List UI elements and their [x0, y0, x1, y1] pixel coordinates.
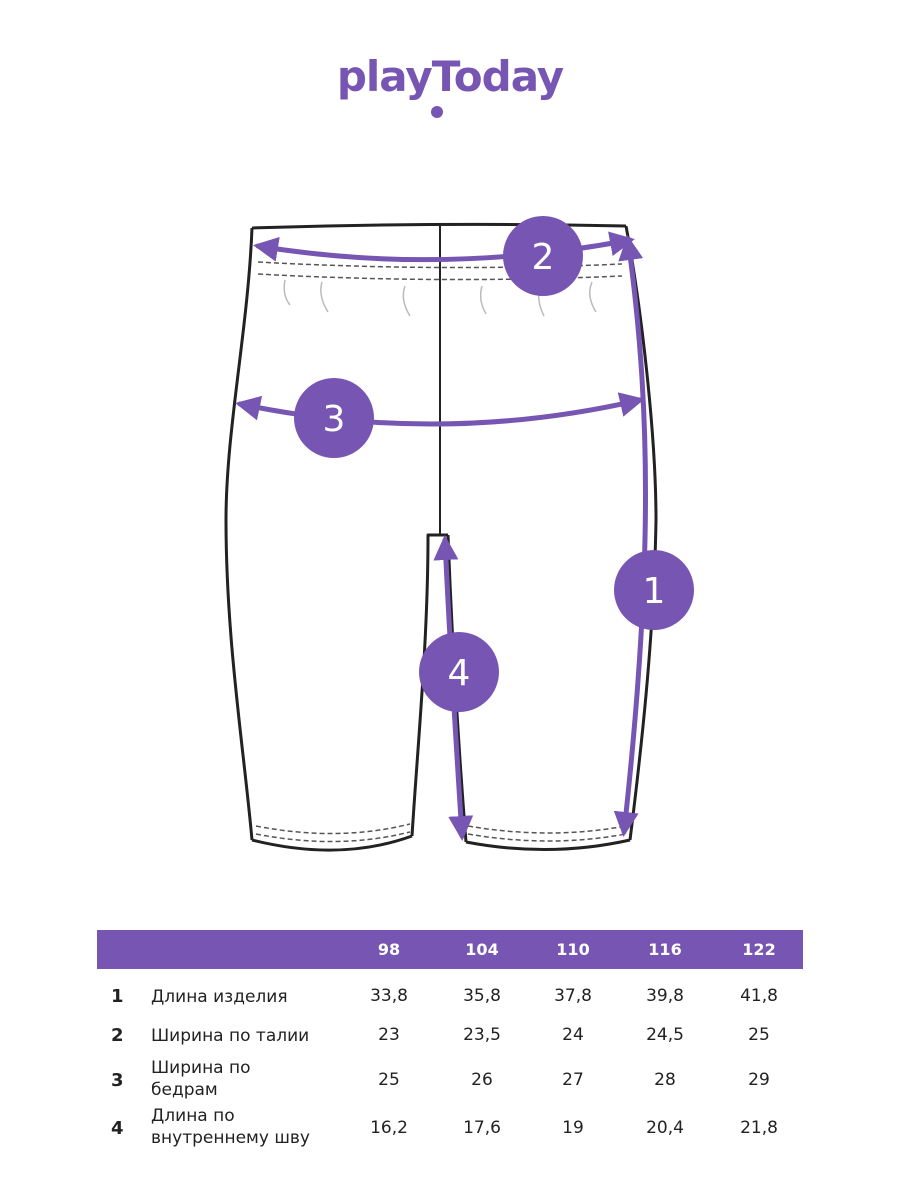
table-cell: 24,5: [646, 1025, 684, 1045]
table-cell: 23: [378, 1025, 400, 1045]
shorts-outline: [224, 222, 658, 852]
table-cell: 41,8: [740, 986, 778, 1006]
row-number: 3: [111, 1070, 124, 1091]
row-label: Длина изделия: [151, 987, 288, 1007]
size-header: 122: [742, 940, 776, 959]
table-cell: 35,8: [463, 986, 501, 1006]
table-cell: 17,6: [463, 1118, 501, 1138]
table-cell: 37,8: [554, 986, 592, 1006]
table-cell: 16,2: [370, 1118, 408, 1138]
table-cell: 28: [654, 1070, 676, 1090]
row-number: 4: [111, 1118, 124, 1139]
svg-text:4: 4: [448, 653, 471, 694]
table-cell: 26: [471, 1070, 493, 1090]
table-cell: 19: [562, 1118, 584, 1138]
table-cell: 33,8: [370, 986, 408, 1006]
size-header: 110: [556, 940, 590, 959]
table-cell: 29: [748, 1070, 770, 1090]
brand-logo: playToday: [336, 52, 564, 101]
size-table: 98 104 110 116 122 1 Длина изделия 33,8 …: [97, 930, 803, 1148]
shorts-measurement-diagram: 2 3 1 4: [224, 216, 694, 852]
svg-text:2: 2: [532, 237, 555, 278]
hem-stitching: [255, 823, 627, 843]
table-cell: 39,8: [646, 986, 684, 1006]
measure-line-hips: [235, 392, 645, 427]
table-cell: 23,5: [463, 1025, 501, 1045]
logo-dot-icon: [431, 106, 443, 118]
row-label: Ширина по талии: [151, 1026, 310, 1046]
marker-2: 2: [503, 216, 583, 296]
marker-1: 1: [614, 550, 694, 630]
size-header: 104: [465, 940, 499, 959]
marker-4: 4: [419, 632, 499, 712]
svg-text:1: 1: [643, 571, 666, 612]
table-cell: 24: [562, 1025, 584, 1045]
marker-3: 3: [294, 378, 374, 458]
svg-text:3: 3: [323, 399, 346, 440]
row-number: 1: [111, 986, 124, 1007]
table-cell: 25: [378, 1070, 400, 1090]
row-label: Ширина по бедрам: [151, 1058, 251, 1100]
measure-line-length: [613, 235, 648, 837]
table-cell: 25: [748, 1025, 770, 1045]
row-label: Длина по внутреннему шву: [151, 1106, 310, 1148]
table-cell: 27: [562, 1070, 584, 1090]
table-cell: 20,4: [646, 1118, 684, 1138]
row-number: 2: [111, 1025, 124, 1046]
table-cell: 21,8: [740, 1118, 778, 1138]
measurement-lines: [235, 231, 648, 841]
size-header: 116: [648, 940, 682, 959]
size-header: 98: [377, 940, 401, 959]
size-table-header: 98 104 110 116 122: [97, 930, 803, 969]
